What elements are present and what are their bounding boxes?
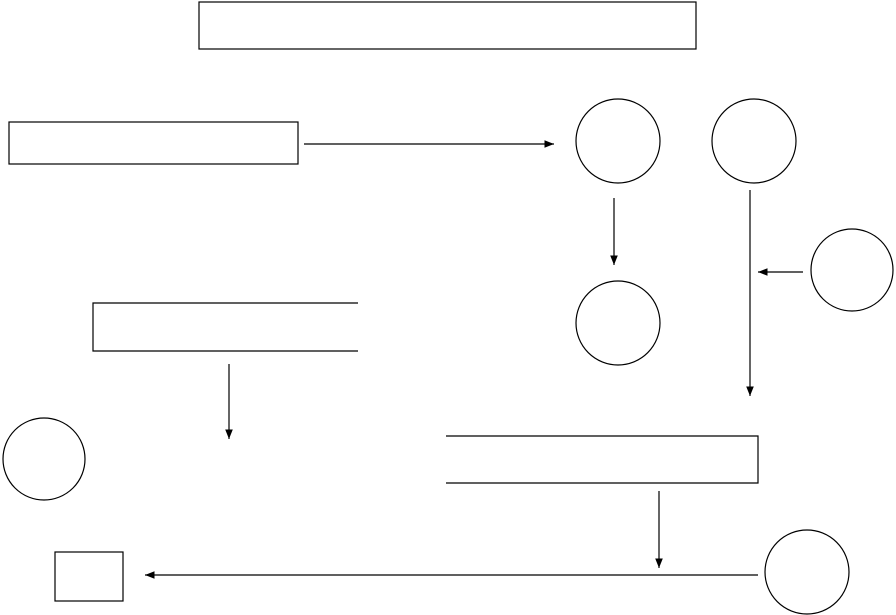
box-lower-right <box>446 435 759 484</box>
box-middle-left <box>92 302 358 352</box>
box-upper-left <box>8 121 299 165</box>
circle-bottom-right <box>764 529 850 615</box>
circle-left <box>2 417 86 501</box>
circle-center <box>575 280 661 366</box>
box-top-banner <box>198 1 697 50</box>
circle-upper-right <box>711 98 797 184</box>
circle-far-right <box>810 228 894 312</box>
circle-upper-center <box>575 98 661 184</box>
box-bottom-left-small <box>54 551 124 602</box>
